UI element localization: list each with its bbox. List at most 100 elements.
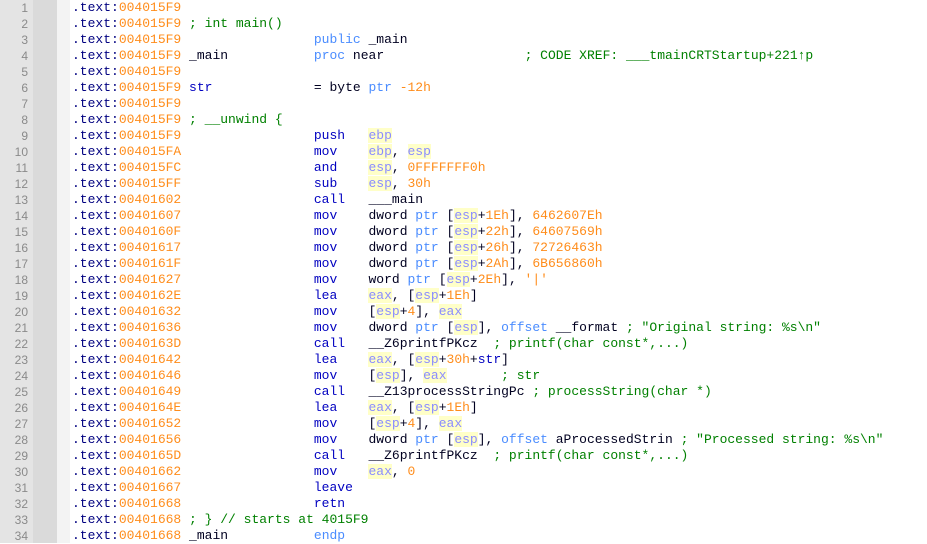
code-line[interactable]: 34.text:00401668 _main endp [0, 528, 927, 544]
segment-name: .text: [72, 400, 119, 415]
code-line[interactable]: 20.text:00401632 mov [esp+4], eax [0, 304, 927, 320]
instruction: call [313, 384, 346, 399]
operand-text: word [368, 272, 408, 287]
code-line[interactable]: 24.text:00401646 mov [esp], eax ; str [0, 368, 927, 384]
segment-name: .text: [72, 128, 119, 143]
code-text: .text:0040160F mov dword ptr [esp+22h], … [72, 224, 603, 240]
segment-name: .text: [72, 528, 119, 543]
register: eax [423, 368, 447, 383]
code-line[interactable]: 33.text:00401668 ; } // starts at 4015F9 [0, 512, 927, 528]
line-number: 8 [21, 113, 28, 127]
address: 004015FA [118, 144, 182, 159]
code-line[interactable]: 22.text:0040163D call __Z6printfPKcz ; p… [0, 336, 927, 352]
code-line[interactable]: 8.text:004015F9 ; __unwind { [0, 112, 927, 128]
operand-text: + [438, 352, 447, 367]
comment: ; __unwind { [189, 112, 283, 127]
code-line[interactable]: 14.text:00401607 mov dword ptr [esp+1Eh]… [0, 208, 927, 224]
code-text: .text:004015F9 [72, 96, 181, 112]
segment-name: .text: [72, 208, 119, 223]
whitespace [392, 80, 400, 95]
code-line[interactable]: 6.text:004015F9 str = byte ptr -12h [0, 80, 927, 96]
segment-name: .text: [72, 448, 119, 463]
address: 004015F9 [118, 16, 182, 31]
operand-text: , [ [391, 352, 416, 367]
segment-name: .text: [72, 272, 119, 287]
keyword: ptr [415, 208, 439, 223]
code-line[interactable]: 18.text:00401627 mov word ptr [esp+2Eh],… [0, 272, 927, 288]
operand-text: + [399, 304, 408, 319]
line-number: 32 [14, 497, 28, 511]
number: '|' [524, 272, 548, 287]
code-text: .text:004015F9 push ebp [72, 128, 392, 144]
code-line[interactable]: 16.text:00401617 mov dword ptr [esp+26h]… [0, 240, 927, 256]
whitespace [337, 288, 368, 303]
code-line[interactable]: 7.text:004015F9 [0, 96, 927, 112]
code-line[interactable]: 30.text:00401662 mov eax, 0 [0, 464, 927, 480]
code-line[interactable]: 12.text:004015FF sub esp, 30h [0, 176, 927, 192]
line-number: 27 [14, 417, 28, 431]
whitespace [345, 336, 368, 351]
address: 0040160F [118, 224, 182, 239]
number: 4 [407, 416, 416, 431]
number: -12h [399, 80, 431, 95]
code-line[interactable]: 11.text:004015FC and esp, 0FFFFFFF0h [0, 160, 927, 176]
operand-text: dword [368, 320, 416, 335]
operand-text: ], [508, 208, 533, 223]
address: 0040164E [118, 400, 182, 415]
code-line[interactable]: 26.text:0040164E lea eax, [esp+1Eh] [0, 400, 927, 416]
code-line[interactable]: 15 .text:0040160F mov dword ptr [esp+22h]… [0, 224, 927, 240]
code-line[interactable]: 28.text:00401656 mov dword ptr [esp], of… [0, 432, 927, 448]
whitespace [181, 160, 314, 175]
whitespace [337, 208, 368, 223]
code-line[interactable]: 13.text:00401602 call ___main [0, 192, 927, 208]
line-number: 15 [14, 225, 28, 239]
keyword: ptr [407, 272, 431, 287]
code-line[interactable]: 19.text:0040162E lea eax, [esp+1Eh] [0, 288, 927, 304]
code-line[interactable]: 21.text:00401636 mov dword ptr [esp], of… [0, 320, 927, 336]
whitespace [181, 512, 189, 527]
fold-margin [57, 0, 70, 543]
code-line[interactable]: 5.text:004015F9 [0, 64, 927, 80]
code-text: .text:004015F9 [72, 0, 181, 16]
code-line[interactable]: 9.text:004015F9 push ebp [0, 128, 927, 144]
operand-text: [ [438, 224, 455, 239]
code-line[interactable]: 4.text:004015F9 _main proc near ; CODE X… [0, 48, 927, 64]
code-line[interactable]: 17.text:0040161F mov dword ptr [esp+2Ah]… [0, 256, 927, 272]
instruction: push [313, 128, 346, 143]
whitespace [345, 448, 368, 463]
whitespace [181, 272, 314, 287]
segment-name: .text: [72, 288, 119, 303]
segment-name: .text: [72, 80, 119, 95]
whitespace [181, 528, 189, 543]
code-line[interactable]: 10.text:004015FA mov ebp, esp [0, 144, 927, 160]
code-line[interactable]: 29.text:0040165D call __Z6printfPKcz ; p… [0, 448, 927, 464]
whitespace [181, 352, 314, 367]
keyword: proc [313, 48, 346, 63]
whitespace [181, 400, 314, 415]
address: 00401627 [118, 272, 182, 287]
label: str [477, 352, 502, 367]
register: esp [454, 320, 478, 335]
instruction: mov [313, 304, 338, 319]
whitespace [337, 240, 368, 255]
code-line[interactable]: 23.text:00401642 lea eax, [esp+30h+str] [0, 352, 927, 368]
number: 0 [407, 464, 416, 479]
code-line[interactable]: 1.text:004015F9 [0, 0, 927, 16]
whitespace [181, 192, 314, 207]
code-line[interactable]: 32.text:00401668 retn [0, 496, 927, 512]
number: 30h [446, 352, 470, 367]
code-line[interactable]: 2.text:004015F9 ; int main() [0, 16, 927, 32]
register: ebp [368, 144, 392, 159]
segment-name: .text: [72, 48, 119, 63]
whitespace [478, 336, 494, 351]
whitespace [337, 256, 368, 271]
code-line[interactable]: 25.text:00401649 call __Z13processString… [0, 384, 927, 400]
code-line[interactable]: 31.text:00401667 leave [0, 480, 927, 496]
code-line[interactable]: 3.text:004015F9 public _main [0, 32, 927, 48]
address: 00401642 [118, 352, 182, 367]
instruction: lea [313, 400, 338, 415]
line-number: 30 [14, 465, 28, 479]
code-line[interactable]: 27.text:00401652 mov [esp+4], eax [0, 416, 927, 432]
operand-text: + [469, 272, 478, 287]
whitespace [181, 464, 314, 479]
